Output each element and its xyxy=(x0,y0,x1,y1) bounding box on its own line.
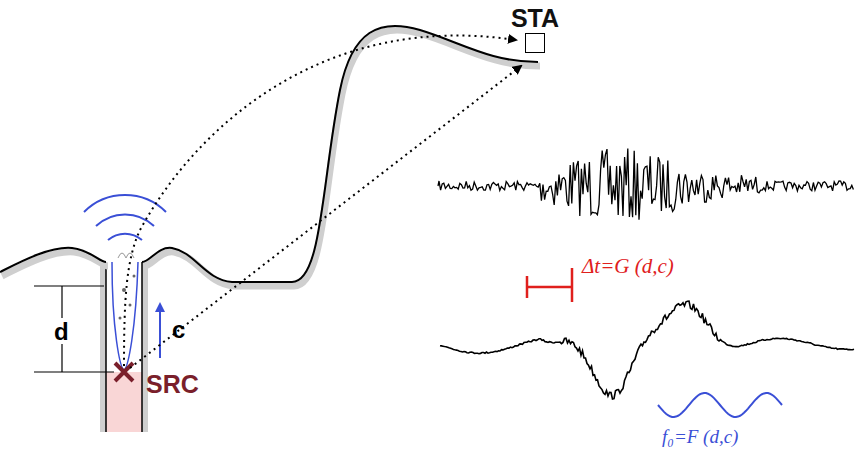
station-box: STA xyxy=(498,6,572,53)
frequency-sine xyxy=(658,393,782,417)
dimension-line xyxy=(61,344,62,372)
dimension-tick xyxy=(34,285,104,286)
velocity-label: c xyxy=(172,318,185,342)
terrain-shade xyxy=(2,30,540,286)
infrasound-trace xyxy=(440,301,854,399)
station-symbol xyxy=(525,33,545,53)
seismic-trace xyxy=(438,149,853,220)
conduit-wall-shade xyxy=(142,262,148,432)
conduit-wall xyxy=(105,262,107,432)
delay-bracket xyxy=(527,268,572,302)
terrain-line xyxy=(0,26,538,282)
acoustic-wave xyxy=(84,195,166,212)
frequency-formula: f₀=F (d,c) xyxy=(662,427,738,446)
delay-formula: Δt=G (d,c) xyxy=(582,256,674,277)
depth-label: d xyxy=(53,320,70,344)
airwave-path xyxy=(124,36,516,366)
magma-fill xyxy=(106,372,142,432)
acoustic-wave xyxy=(96,214,154,226)
conduit-wall xyxy=(141,262,143,432)
source-label: SRC xyxy=(146,372,199,397)
dimension-tick xyxy=(34,371,114,372)
dimension-line xyxy=(61,286,62,318)
conduit-wall-shade xyxy=(100,262,106,432)
station-label: STA xyxy=(498,6,572,31)
velocity-arrow xyxy=(159,304,161,358)
seismic-path xyxy=(130,66,521,368)
